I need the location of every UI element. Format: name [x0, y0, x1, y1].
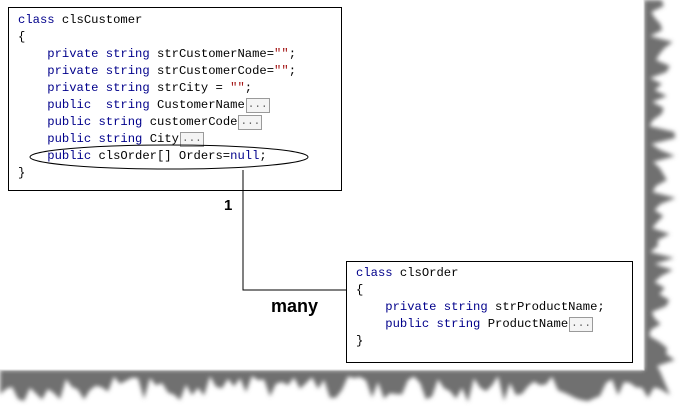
keyword-class: class [356, 266, 393, 280]
multiplicity-many-label: many [271, 296, 319, 316]
keyword-public: public [385, 317, 430, 331]
keyword-private: private [385, 300, 437, 314]
customer-class-box: class clsCustomer { private string strCu… [8, 7, 342, 191]
string-literal: "" [274, 47, 289, 61]
field-decl: strCustomerName= [157, 47, 275, 61]
property-name: City [149, 132, 179, 146]
keyword-null: null [230, 149, 260, 163]
semicolon: ; [288, 64, 297, 78]
order-close-brace: } [356, 334, 364, 348]
property-name: ProductName [487, 317, 569, 331]
field-strproductname: private string strProductName; [356, 299, 605, 316]
keyword-public: public [47, 149, 92, 163]
keyword-private: private [47, 64, 99, 78]
property-customercode: public string customerCode... [18, 114, 263, 131]
collapsed-region-button[interactable]: ... [569, 317, 593, 332]
keyword-string: string [105, 98, 150, 112]
keyword-string: string [436, 317, 481, 331]
customer-class-name: clsCustomer [54, 13, 143, 27]
field-strcustomercode: private string strCustomerCode=""; [18, 63, 296, 80]
property-city: public string City... [18, 131, 204, 148]
keyword-string: string [98, 115, 143, 129]
keyword-string: string [105, 64, 150, 78]
string-literal: "" [230, 81, 245, 95]
field-decl: strCustomerCode= [157, 64, 275, 78]
keyword-string: string [105, 81, 150, 95]
property-customername: public string CustomerName... [18, 97, 270, 114]
multiplicity-one-label: 1 [224, 197, 233, 214]
semicolon: ; [259, 149, 267, 163]
order-class-name: clsOrder [392, 266, 459, 280]
field-strcustomername: private string strCustomerName=""; [18, 46, 296, 63]
field-decl: strProductName; [495, 300, 605, 314]
keyword-class: class [18, 13, 55, 27]
customer-close-brace: } [18, 166, 26, 180]
property-name: customerCode [149, 115, 238, 129]
order-class-box: class clsOrder { private string strProdu… [346, 261, 633, 363]
string-literal: "" [274, 64, 289, 78]
collapsed-region-button[interactable]: ... [238, 115, 263, 130]
keyword-public: public [47, 115, 92, 129]
field-decl: strCity = [157, 81, 231, 95]
semicolon: ; [288, 47, 297, 61]
keyword-string: string [443, 300, 488, 314]
property-productname: public string ProductName... [356, 316, 593, 333]
keyword-private: private [47, 47, 99, 61]
keyword-string: string [98, 132, 143, 146]
keyword-public: public [47, 132, 92, 146]
collapsed-region-button[interactable]: ... [179, 132, 204, 147]
semicolon: ; [244, 81, 253, 95]
keyword-string: string [105, 47, 150, 61]
customer-open-brace: { [18, 30, 26, 44]
order-open-brace: { [356, 283, 364, 297]
customer-class-header: class clsCustomer [18, 12, 142, 29]
keyword-public: public [47, 98, 92, 112]
field-orders: public clsOrder[] Orders=null; [18, 148, 267, 165]
collapsed-region-button[interactable]: ... [245, 98, 270, 113]
field-strcity: private string strCity = ""; [18, 80, 252, 97]
paper-edge [0, 0, 645, 371]
order-class-header: class clsOrder [356, 265, 458, 282]
property-name: CustomerName [157, 98, 245, 112]
orders-decl: clsOrder[] Orders= [91, 149, 231, 163]
keyword-private: private [47, 81, 99, 95]
